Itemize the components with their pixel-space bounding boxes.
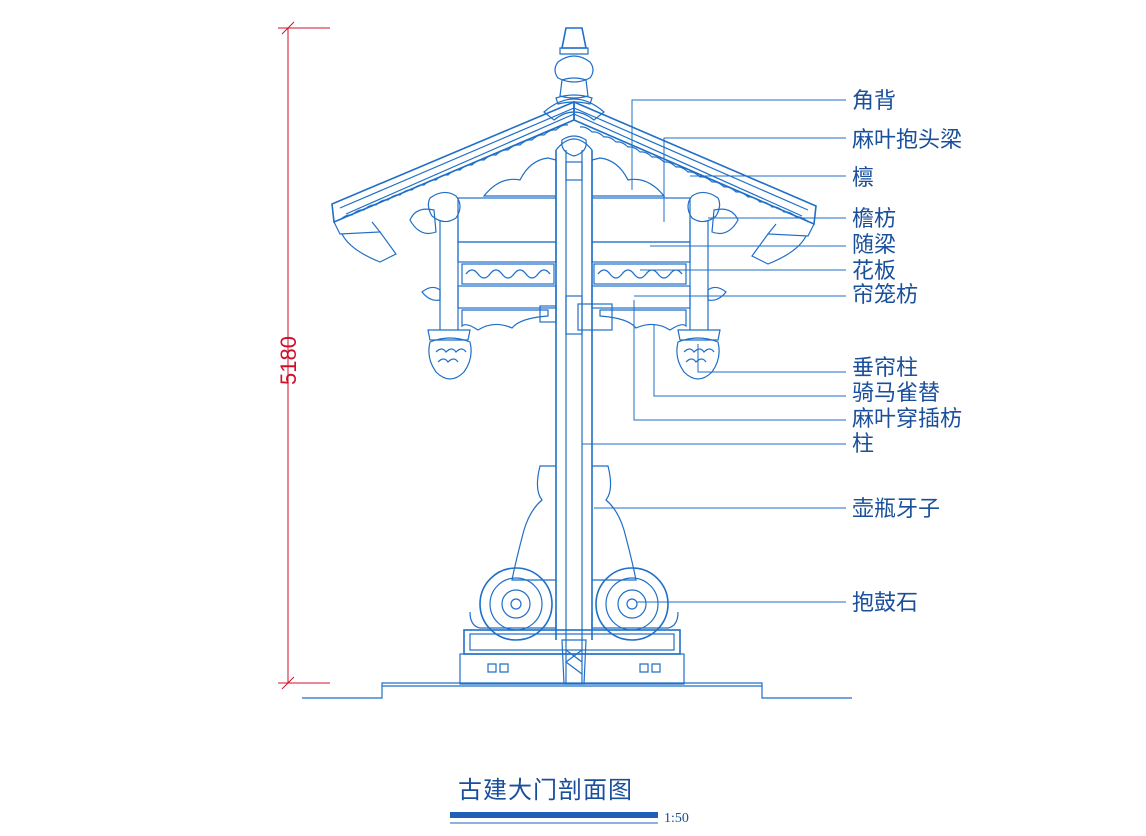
label-zhu: 柱 [852,432,874,457]
hanging-posts [409,191,739,380]
height-dimension: 5180 [276,21,330,690]
ground-line [302,682,852,699]
label-qimaquети: 骑马雀替 [852,381,940,406]
drawing-title: 古建大门剖面图 [458,776,633,804]
center-column [555,135,593,685]
drum-stones [459,567,685,685]
label-baogushi: 抱鼓石 [852,591,918,616]
label-chuilianzhu: 垂帘柱 [852,356,918,381]
label-yanfang: 檐枋 [852,207,896,232]
height-dimension-text: 5180 [276,336,301,385]
drawing-scale: 1:50 [664,811,689,826]
title-underline-thick [450,812,658,818]
title-block: 古建大门剖面图 1:50 [450,776,689,826]
roof [331,27,817,265]
leader-lines [582,99,846,603]
part-labels: 角背 麻叶抱头梁 檩 檐枋 随梁 花板 帘笼枋 垂帘柱 骑马雀替 麻叶穿插枋 柱… [852,89,962,616]
label-mayebaotouliang: 麻叶抱头梁 [852,128,962,153]
vase-brackets [511,465,637,581]
label-lin: 檩 [852,166,874,191]
label-huaban: 花板 [852,259,896,284]
beam-assembly [457,157,691,331]
label-lianlongfang: 帘笼枋 [852,283,918,308]
label-suiliang: 随梁 [852,233,896,258]
label-jiaobei: 角背 [852,89,896,114]
label-hupingyazi: 壶瓶牙子 [852,497,940,522]
label-mayechuanchafang: 麻叶穿插枋 [852,407,962,432]
